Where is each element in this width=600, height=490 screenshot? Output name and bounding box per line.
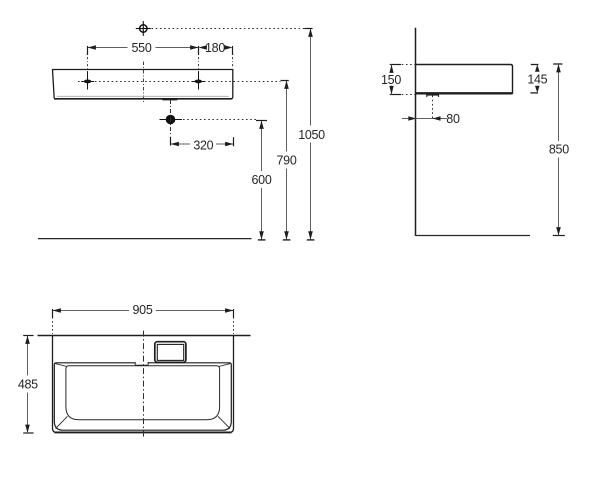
svg-text:790: 790 (277, 153, 297, 167)
svg-text:145: 145 (527, 73, 547, 87)
svg-text:550: 550 (132, 41, 152, 55)
svg-text:905: 905 (133, 303, 153, 317)
svg-text:485: 485 (18, 377, 38, 391)
svg-text:600: 600 (252, 173, 272, 187)
svg-text:80: 80 (446, 112, 460, 126)
svg-text:1050: 1050 (298, 128, 325, 142)
svg-text:850: 850 (549, 142, 569, 156)
svg-text:150: 150 (381, 73, 401, 87)
svg-text:180: 180 (205, 41, 225, 55)
svg-text:320: 320 (193, 138, 213, 152)
